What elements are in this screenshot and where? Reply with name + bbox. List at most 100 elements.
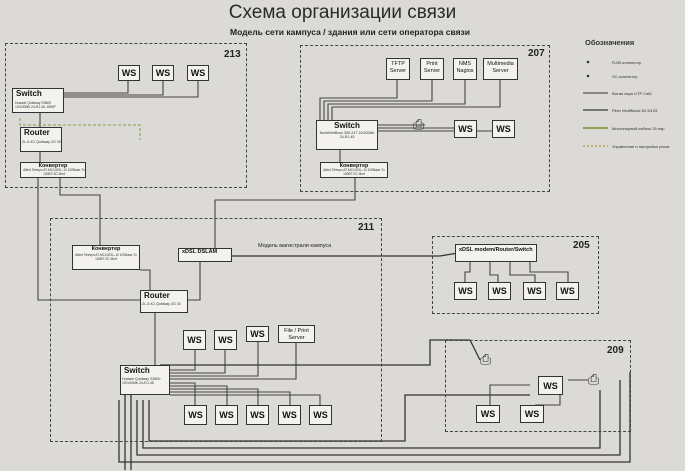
legend-label-sc: SC-коннектор	[612, 74, 638, 79]
router-211[interactable]: Router	[140, 290, 188, 313]
switch-213-title: Switch	[16, 89, 42, 98]
wire-switch-row2-ws4	[170, 391, 291, 405]
poster-subtitle: Модель сети кампуса / здания или сети оп…	[229, 27, 470, 37]
switch-211[interactable]: Switch	[120, 365, 170, 395]
converter-207[interactable]: Конвертер	[320, 162, 388, 178]
switch-207-title: Switch	[334, 121, 360, 130]
ws-211-r2-2[interactable]: WS	[215, 405, 238, 425]
ws-213-2[interactable]: WS	[152, 65, 174, 81]
wire-209-ws1	[489, 384, 530, 405]
ws-209-3[interactable]: WS	[520, 405, 544, 423]
room-213	[5, 43, 247, 188]
ws-213-3[interactable]: WS	[187, 65, 209, 81]
ws-205-2[interactable]: WS	[488, 282, 511, 300]
multipair-switch-209d	[148, 394, 530, 442]
ws-213-1[interactable]: WS	[118, 65, 140, 81]
ws-211-r1-1[interactable]: WS	[183, 330, 206, 350]
printer-209a-icon: ⎙	[480, 351, 492, 367]
router-213-desc: ZL-5-K1 Quidway 2G 30	[22, 140, 61, 144]
switch-207[interactable]: Switch	[316, 120, 378, 150]
printer-209b-icon: ⎙	[588, 371, 600, 387]
file-print-server[interactable]: File / Print Server	[278, 325, 315, 343]
wire-switch-row2-ws5	[170, 394, 321, 405]
wire-switch-row1-ws2	[170, 350, 226, 374]
ws-211-r2-4[interactable]: WS	[278, 405, 301, 425]
legend-label-rj45: RJ45-коннектор	[612, 60, 642, 65]
ws-209-2[interactable]: WS	[476, 405, 500, 423]
room-205	[432, 236, 599, 314]
switch-213[interactable]: Switch	[12, 88, 64, 113]
multipair-switch-209b	[136, 380, 621, 456]
print-server-207[interactable]: Print Server	[420, 58, 444, 80]
backbone-dslam-205	[232, 252, 459, 257]
wire-switch-fileprint	[170, 343, 297, 380]
wire-205-ws2	[489, 262, 499, 282]
multipair-switch-209a	[160, 339, 481, 366]
nms-nagios-server[interactable]: NMS Nagios	[453, 58, 477, 80]
converter-213-desc: Allied Telesyn AT-MC102XL-10 100Base-Tx …	[23, 168, 85, 176]
ws-211-r2-3[interactable]: WS	[246, 405, 269, 425]
legend-rj45-dot	[586, 60, 590, 64]
poster-title: Схема организации связи	[228, 2, 457, 23]
router-213-title: Router	[24, 128, 50, 137]
router-211-title: Router	[144, 291, 170, 300]
wire-213-ws2	[64, 81, 164, 96]
ws-205-4[interactable]: WS	[556, 282, 579, 300]
ws-207-2[interactable]: WS	[492, 120, 515, 138]
switch-211-desc: Huawei Quidway S3800 10/100Mb 24-RJ-45	[122, 377, 161, 385]
printer-207-icon: ⎙	[413, 116, 425, 132]
wire-switch-row2-ws3	[170, 388, 259, 405]
room-211-number: 211	[358, 222, 375, 233]
wire-conv211-router	[140, 269, 151, 290]
ws-211-r2-1[interactable]: WS	[184, 405, 207, 425]
wire-conv213-conv211	[59, 178, 101, 245]
ws-211-r1-2[interactable]: WS	[214, 330, 237, 350]
ws-209-1[interactable]: WS	[538, 376, 563, 395]
xdsl-dslam[interactable]: xDSL DSLAM	[178, 248, 232, 262]
wire-switch-row2-ws1	[170, 382, 196, 405]
room-213-number: 213	[224, 49, 241, 60]
multimedia-server[interactable]: Multimedia Server	[483, 58, 518, 80]
xdsl-modem-205[interactable]: xDSL modem/Router/Switch	[455, 244, 537, 262]
wire-207-print	[323, 80, 433, 120]
wire-207-mm	[331, 80, 501, 120]
switch-207-desc: NortelNetBook 350-24T 10/100Mb 24-RJ-45	[319, 131, 375, 139]
ws-205-1[interactable]: WS	[454, 282, 477, 300]
wire-207-nms	[327, 80, 466, 120]
wire-213-ws1	[64, 81, 129, 94]
wire-switch-row1-ws1	[170, 350, 196, 371]
router-211-desc: ZL-5-K1 Quidway 2G 30	[142, 302, 181, 306]
tftp-server[interactable]: TFTP Server	[386, 58, 410, 80]
ws-211-r1-3[interactable]: WS	[246, 326, 269, 342]
mgmt-213	[19, 118, 141, 140]
wire-205-ws3	[509, 262, 536, 282]
legend-label-fiber: Fiber MultiMode 62.5/125	[612, 108, 658, 113]
room-207-number: 207	[528, 48, 545, 59]
room-207	[300, 45, 550, 192]
ws-205-3[interactable]: WS	[523, 282, 546, 300]
converter-213-title: Конвертер	[38, 163, 68, 169]
multipair-switch-209c	[142, 390, 601, 449]
converter-207-title: Конвертер	[339, 163, 369, 169]
backbone-label: Модель магистрали кампуса	[258, 243, 332, 249]
converter-213[interactable]: Конвертер	[20, 162, 86, 178]
wire-switch-row2-ws2	[170, 385, 228, 405]
room-211	[50, 218, 382, 442]
wire-205-ws4	[529, 262, 569, 282]
converter-211[interactable]: Конвертер	[72, 245, 140, 270]
switch-211-title: Switch	[124, 366, 150, 375]
wire-dslam-router	[188, 262, 201, 301]
router-213[interactable]: Router	[20, 127, 62, 152]
wire-205-ws1	[464, 262, 471, 282]
room-205-number: 205	[573, 240, 590, 251]
legend-title: Обозначения	[585, 38, 635, 47]
room-209-number: 209	[607, 345, 624, 356]
converter-207-desc: Allied Telesyn AT-MC102XL-10 100Base-Tx …	[323, 168, 385, 176]
ws-211-r2-5[interactable]: WS	[309, 405, 332, 425]
room-209	[445, 340, 631, 432]
legend-label-utp: Витая пара UTP Cat5	[612, 91, 652, 96]
ws-207-1[interactable]: WS	[454, 120, 477, 138]
wire-switch-row1-ws3	[170, 342, 259, 377]
converter-211-desc: Allied Telesyn AT-MC102XL-10 100Base-Tx …	[75, 253, 137, 261]
